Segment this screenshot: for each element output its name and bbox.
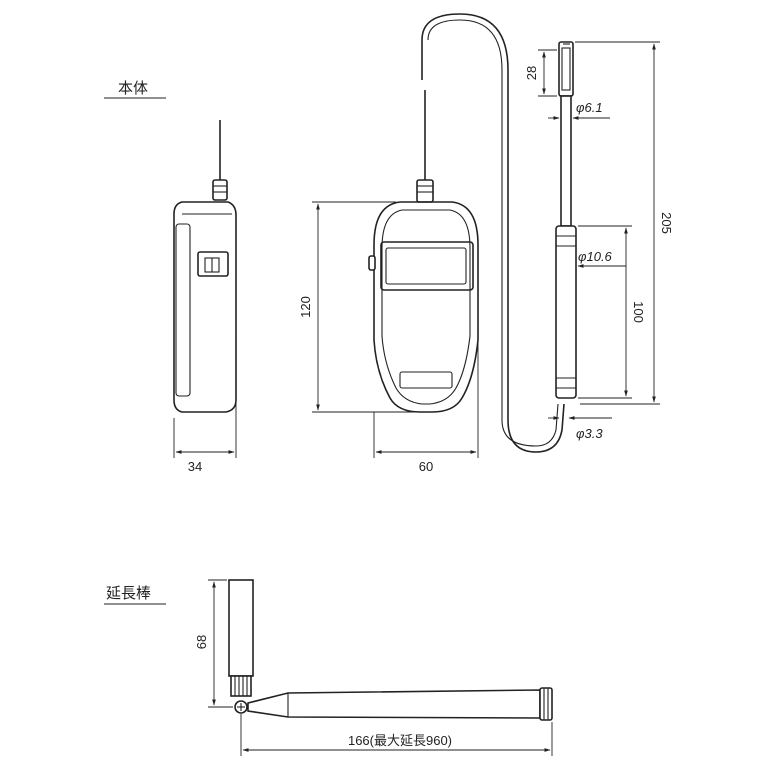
dim-probe-grip-dia: φ10.6 bbox=[578, 249, 613, 264]
probe-view bbox=[421, 13, 660, 453]
extension-rod-view bbox=[208, 579, 553, 756]
dim-probe-total-length: 205 bbox=[659, 212, 674, 234]
dim-probe-grip-length: 100 bbox=[631, 301, 646, 323]
dim-side-width: 34 bbox=[188, 459, 202, 474]
section-rod-title: 延長棒 bbox=[104, 584, 166, 605]
front-view bbox=[312, 40, 479, 458]
svg-text:本体: 本体 bbox=[118, 79, 148, 97]
dim-probe-shaft-dia: φ3.3 bbox=[576, 426, 603, 441]
dim-probe-tip-dia: φ6.1 bbox=[576, 100, 603, 115]
section-body-title: 本体 bbox=[104, 79, 166, 99]
dim-rod-length: 166(最大延長960) bbox=[348, 733, 452, 748]
svg-text:延長棒: 延長棒 bbox=[106, 584, 151, 602]
dim-front-width: 60 bbox=[419, 459, 433, 474]
side-view bbox=[173, 120, 237, 458]
dim-rod-head-length: 68 bbox=[194, 635, 209, 649]
dim-probe-top-length: 28 bbox=[524, 66, 539, 80]
dim-front-height: 120 bbox=[298, 296, 313, 318]
